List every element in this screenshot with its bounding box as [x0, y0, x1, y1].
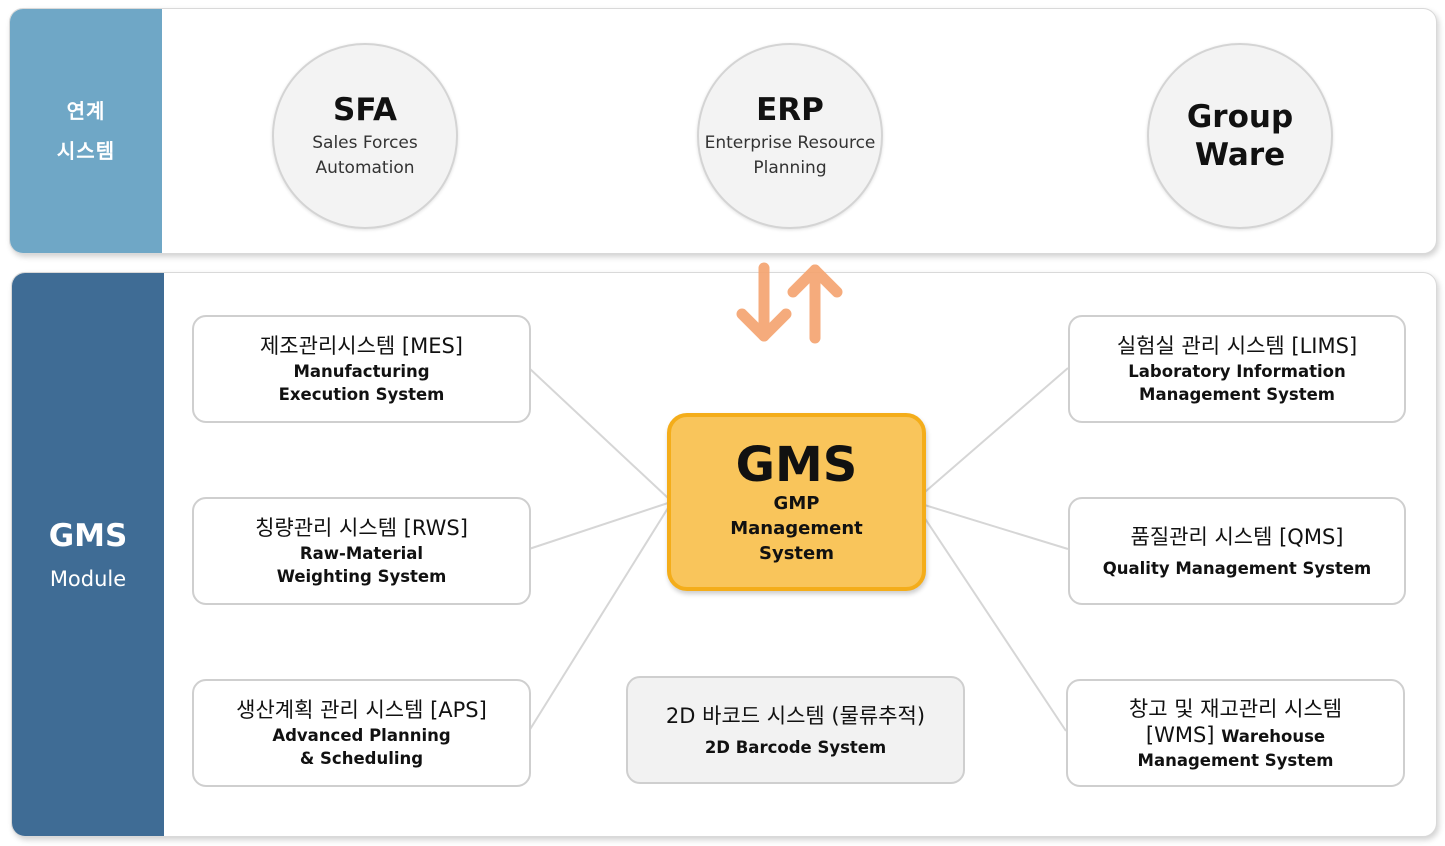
gms-module-label: GMS Module — [12, 273, 164, 836]
gms-core-sub2: Management — [730, 517, 863, 539]
wms-sub2: Management System — [1137, 750, 1334, 770]
gms-core-sub1: GMP — [773, 492, 820, 514]
erp-sub2: Planning — [753, 158, 827, 178]
wms-code-line: [WMS] Warehouse — [1146, 723, 1325, 749]
erp-title: ERP — [756, 92, 824, 128]
sfa-sub1: Sales Forces — [312, 133, 418, 153]
groupware-circle: Group Ware — [1147, 43, 1333, 229]
wms-title-line1: 창고 및 재고관리 시스템 — [1128, 696, 1343, 721]
wms-sub1: Warehouse — [1221, 726, 1326, 746]
rws-title: 칭량관리 시스템 [RWS] — [255, 516, 468, 540]
gms-core-sub3: System — [759, 542, 834, 564]
lims-title: 실험실 관리 시스템 [LIMS] — [1116, 334, 1358, 358]
mes-box: 제조관리시스템 [MES] Manufacturing Execution Sy… — [192, 315, 531, 423]
rws-sub2: Weighting System — [276, 567, 447, 586]
lims-box: 실험실 관리 시스템 [LIMS] Laboratory Information… — [1068, 315, 1406, 423]
lims-sub1: Laboratory Information — [1128, 362, 1346, 381]
aps-sub1: Advanced Planning — [272, 726, 451, 745]
aps-box: 생산계획 관리 시스템 [APS] Advanced Planning & Sc… — [192, 679, 531, 787]
erp-sub1: Enterprise Resource — [704, 133, 876, 153]
rws-sub1: Raw-Material — [299, 544, 424, 563]
gms-core-box: GMS GMP Management System — [667, 413, 926, 591]
sfa-sub2: Automation — [315, 158, 415, 178]
qms-box: 품질관리 시스템 [QMS] Quality Management System — [1068, 497, 1406, 605]
aps-sub2: & Scheduling — [299, 749, 424, 768]
rws-box: 칭량관리 시스템 [RWS] Raw-Material Weighting Sy… — [192, 497, 531, 605]
gms-module-label-line1: GMS — [48, 517, 128, 554]
groupware-title-line2: Ware — [1194, 137, 1286, 173]
aps-title: 생산계획 관리 시스템 [APS] — [236, 698, 487, 722]
groupware-title-line1: Group — [1186, 99, 1294, 135]
gms-core-title: GMS — [735, 436, 858, 493]
qms-sub1: Quality Management System — [1102, 558, 1372, 578]
linked-systems-label-line1: 연계 — [66, 99, 106, 123]
sfa-title: SFA — [333, 92, 397, 128]
linked-systems-label-line2: 시스템 — [56, 139, 116, 163]
mes-title: 제조관리시스템 [MES] — [259, 334, 464, 358]
mes-sub2: Execution System — [278, 385, 445, 404]
wms-box: 창고 및 재고관리 시스템 [WMS] Warehouse Management… — [1066, 679, 1405, 787]
mes-sub1: Manufacturing — [293, 362, 430, 381]
barcode-box: 2D 바코드 시스템 (물류추적) 2D Barcode System — [626, 676, 965, 784]
sfa-circle: SFA Sales Forces Automation — [272, 43, 458, 229]
lims-sub2: Management System — [1139, 385, 1335, 404]
gms-module-label-line2: Module — [49, 566, 127, 591]
barcode-sub1: 2D Barcode System — [704, 737, 887, 757]
linked-systems-label: 연계 시스템 — [10, 9, 162, 253]
erp-circle: ERP Enterprise Resource Planning — [697, 43, 883, 229]
wms-code: [WMS] — [1145, 722, 1215, 747]
barcode-title: 2D 바코드 시스템 (물류추적) — [665, 703, 926, 728]
qms-title: 품질관리 시스템 [QMS] — [1130, 524, 1344, 549]
